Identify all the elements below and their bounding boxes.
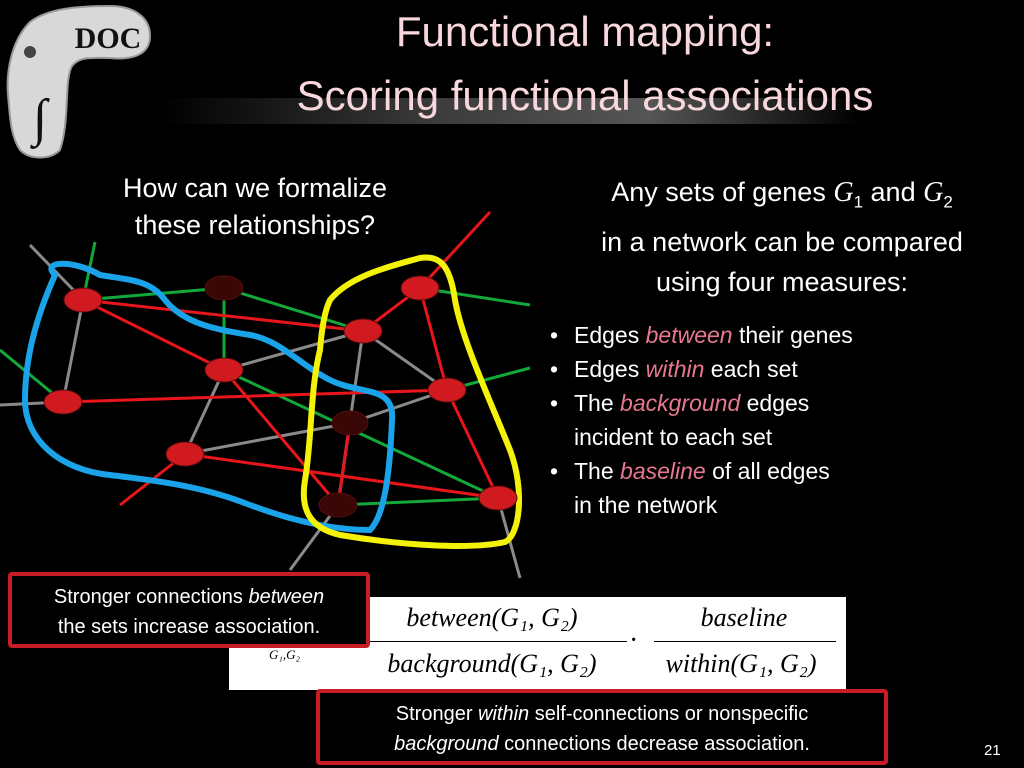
red-edge xyxy=(445,389,500,499)
gene-node xyxy=(165,441,205,467)
green-edge xyxy=(223,368,499,500)
gene-node xyxy=(427,377,467,403)
green-edge xyxy=(82,286,225,302)
gray-edge xyxy=(362,329,448,392)
measures-list: Edges between their genes Edges within e… xyxy=(548,318,1018,522)
intro-line-1: Any sets of genes G1 and G2 xyxy=(540,172,1024,222)
page-number: 21 xyxy=(984,742,1001,759)
measure-item: Edges within each set xyxy=(548,352,1018,386)
question-text: How can we formalize these relationships… xyxy=(70,170,440,244)
gray-edge xyxy=(61,299,85,403)
callout-within-line-2: background connections decrease associat… xyxy=(394,733,810,755)
gray-edge xyxy=(183,369,226,455)
green-edge xyxy=(337,496,499,507)
intro-line-3: using four measures: xyxy=(655,267,909,298)
g2-subscript: 2 xyxy=(943,192,953,212)
formula-fraction-line-2 xyxy=(654,641,836,642)
callout-between-line-1: Stronger connections between xyxy=(53,586,325,608)
gene-network-diagram xyxy=(0,210,531,579)
intro-line-2: in a network can be compared xyxy=(601,227,963,258)
intro-text: Any sets of genes G1 and G2 in a network… xyxy=(540,172,1024,302)
formula-numerator-between: between(G₁, G₂) xyxy=(406,603,578,632)
title-line-1: Functional mapping: xyxy=(395,8,775,55)
red-edge xyxy=(82,298,225,372)
gene-node xyxy=(318,492,358,518)
gene-node xyxy=(331,410,369,436)
gray-edge xyxy=(184,421,351,456)
red-edge xyxy=(62,388,448,404)
doc-logo-icon: DOC ∫ xyxy=(6,4,152,159)
formula-denominator-within: within(G₁, G₂) xyxy=(665,649,817,678)
gene-node xyxy=(63,287,103,313)
green-edge xyxy=(223,286,364,333)
gene-node xyxy=(400,275,440,301)
gene-node xyxy=(43,389,83,415)
formula-fraction-line-1 xyxy=(347,641,627,642)
set-g1-outline xyxy=(21,260,396,534)
red-edge xyxy=(418,210,492,290)
intro-and: and xyxy=(863,177,924,207)
logo-integral-symbol: ∫ xyxy=(30,90,50,149)
question-line-2: these relationships? xyxy=(134,210,376,240)
title-underline-bar xyxy=(160,98,860,124)
gray-edge xyxy=(223,329,364,372)
red-edge xyxy=(336,422,352,506)
g2-symbol: G xyxy=(923,177,944,208)
formula-numerator-baseline: baseline xyxy=(700,603,788,632)
gene-node xyxy=(343,318,383,344)
measure-item: Edges between their genes xyxy=(548,318,1018,352)
formula-multiply-dot: · xyxy=(629,625,639,656)
red-edge xyxy=(222,369,340,506)
question-line-1: How can we formalize xyxy=(122,173,388,203)
gene-node xyxy=(478,485,518,511)
callout-between-line-2: the sets increase association. xyxy=(57,616,321,638)
formula-denominator-background: background(G₁, G₂) xyxy=(387,649,597,678)
callout-between: Stronger connections between the sets in… xyxy=(8,572,370,648)
red-edge xyxy=(418,287,449,391)
intro-part1: Any sets of genes xyxy=(611,177,834,207)
set-g2-outline xyxy=(300,254,522,549)
red-edges xyxy=(62,210,500,507)
formula-lhs-subscript: G₁,G₂ xyxy=(269,647,301,662)
gene-node xyxy=(204,357,244,383)
g1-subscript: 1 xyxy=(853,192,864,212)
gene-node xyxy=(204,275,244,301)
g1-symbol: G xyxy=(833,177,854,208)
logo-text: DOC xyxy=(75,22,142,55)
callout-within-line-1: Stronger within self-connections or nons… xyxy=(395,703,809,725)
red-edge xyxy=(82,298,364,333)
title-line-2: Scoring functional associations xyxy=(296,72,874,119)
callout-within: Stronger within self-connections or nons… xyxy=(316,689,888,765)
